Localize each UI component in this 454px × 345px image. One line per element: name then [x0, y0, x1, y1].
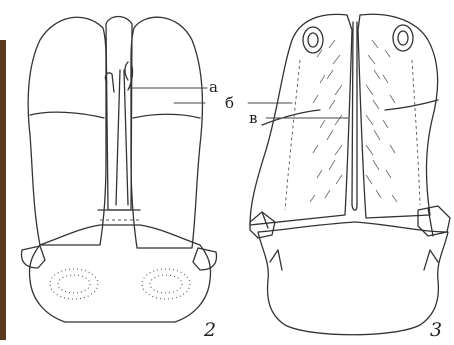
panel-3-number: 3	[430, 319, 442, 341]
panel-3-right-wing	[358, 14, 438, 218]
panel-2-drawing	[22, 17, 217, 323]
panel-3-left-wing	[250, 14, 352, 225]
panel-2-number: 2	[203, 319, 216, 341]
label-b: б	[225, 94, 234, 112]
label-v: в	[249, 109, 257, 127]
label-a: а	[209, 78, 218, 96]
panel-2-right-elytron	[131, 17, 202, 248]
panel-2-left-elytron	[28, 17, 106, 245]
panel-3-abdomen	[258, 222, 448, 335]
left-edge-strip	[0, 40, 6, 340]
panel-3-drawing	[248, 14, 450, 334]
panel-2-abdomen	[29, 225, 210, 322]
